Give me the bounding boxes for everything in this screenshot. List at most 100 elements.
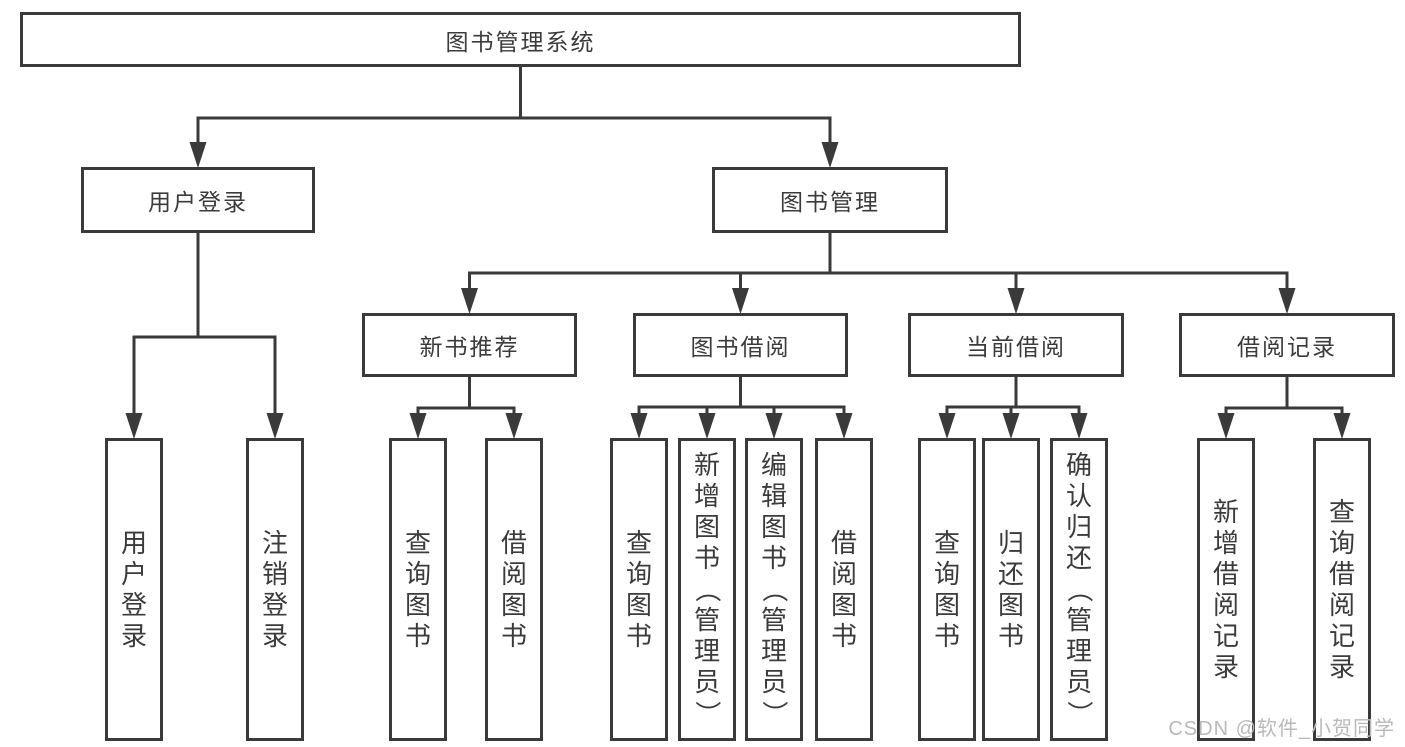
node-label-char: 书 xyxy=(500,620,527,651)
node-br-add: 新增借阅记录 xyxy=(1197,438,1255,741)
watermark: CSDN @软件_小贺同学 xyxy=(1168,718,1395,740)
node-label-char: ） xyxy=(1064,700,1095,727)
node-label-char: 还 xyxy=(997,558,1024,589)
node-label-char: 询 xyxy=(625,558,652,589)
node-label-char: 图 xyxy=(830,589,857,620)
node-label-char: 理 xyxy=(1065,636,1092,666)
node-label-char: 借 xyxy=(830,527,857,558)
node-label-char: 录 xyxy=(1212,651,1239,682)
node-nbr-borrow: 借阅图书 xyxy=(485,438,543,741)
node-label-char: 查 xyxy=(625,527,652,558)
node-label-char: （ xyxy=(1064,576,1095,603)
node-label-char: 询 xyxy=(1328,527,1355,558)
node-label-char: 询 xyxy=(404,558,431,589)
node-label-char: 增 xyxy=(693,481,720,511)
node-label-char: 查 xyxy=(1328,496,1355,527)
node-label-char: 书 xyxy=(997,620,1024,651)
node-label-char: 图 xyxy=(933,589,960,620)
node-label-char: 用 xyxy=(120,527,147,558)
node-label-char: 借 xyxy=(1212,558,1239,589)
node-label-char: 书 xyxy=(404,620,431,651)
node-label-char: 理 xyxy=(760,636,787,666)
node-label-char: 图 xyxy=(625,589,652,620)
node-label-char: 管 xyxy=(760,605,787,635)
node-bb-edit: 编辑图书 （管理员 ） xyxy=(745,438,803,741)
node-label-char: 认 xyxy=(1065,481,1092,511)
node-label-char: 录 xyxy=(261,620,288,651)
node-label-char: 书 xyxy=(760,543,787,573)
node-label-char: ） xyxy=(759,700,790,727)
node-label-char: 书 xyxy=(693,543,720,573)
node-label-char: 询 xyxy=(933,558,960,589)
node-label-char: 增 xyxy=(1212,527,1239,558)
node-label-char: 图 xyxy=(404,589,431,620)
node-label-char: 登 xyxy=(261,589,288,620)
node-label-char: 归 xyxy=(997,527,1024,558)
node-label-char: 图 xyxy=(997,589,1024,620)
node-label-char: 辑 xyxy=(760,481,787,511)
node-root: 图书管理系统 xyxy=(20,12,1021,67)
node-label-char: 员 xyxy=(760,667,787,697)
node-current-borrow: 当前借阅 xyxy=(908,313,1124,377)
node-label: 新书推荐 xyxy=(419,334,520,360)
node-borrow-records: 借阅记录 xyxy=(1179,313,1395,377)
node-cb-query: 查询图书 xyxy=(918,438,976,741)
node-new-book-rec: 新书推荐 xyxy=(362,313,577,377)
node-label-char: 阅 xyxy=(500,558,527,589)
node-cb-return: 归还图书 xyxy=(982,438,1040,741)
node-user-login: 用户登录 xyxy=(81,167,315,233)
node-label-char: 记 xyxy=(1328,620,1355,651)
node-label-char: 理 xyxy=(693,636,720,666)
node-label-char: 查 xyxy=(933,527,960,558)
node-label-char: 还 xyxy=(1065,543,1092,573)
node-label-char: 阅 xyxy=(1212,589,1239,620)
node-label-char: 记 xyxy=(1212,620,1239,651)
node-label-char: 新 xyxy=(1212,496,1239,527)
node-label-char: （ xyxy=(692,576,723,603)
node-label-char: ） xyxy=(692,700,723,727)
node-label-char: （ xyxy=(759,576,790,603)
node-cb-confirm: 确认归还 （管理员 ） xyxy=(1050,438,1108,741)
node-label: 图书管理系统 xyxy=(445,28,596,55)
node-book-mgmt: 图书管理 xyxy=(712,167,948,233)
node-nbr-query: 查询图书 xyxy=(389,438,447,741)
node-label: 当前借阅 xyxy=(966,334,1066,360)
node-label: 用户登录 xyxy=(148,189,248,215)
node-bb-borrow: 借阅图书 xyxy=(815,438,873,741)
node-label-char: 销 xyxy=(261,558,288,589)
node-label-char: 书 xyxy=(933,620,960,651)
node-book-borrow: 图书借阅 xyxy=(633,313,848,377)
node-bb-query: 查询图书 xyxy=(610,438,668,741)
node-label-char: 员 xyxy=(1065,667,1092,697)
node-label-char: 录 xyxy=(1328,651,1355,682)
node-label-char: 查 xyxy=(404,527,431,558)
node-label: 图书管理 xyxy=(780,189,880,215)
node-label-char: 书 xyxy=(830,620,857,651)
node-leaf-logout: 注销登录 xyxy=(246,438,304,741)
node-label-char: 图 xyxy=(760,512,787,542)
node-label-char: 阅 xyxy=(830,558,857,589)
node-label-char: 图 xyxy=(693,512,720,542)
node-leaf-user-login: 用户登录 xyxy=(105,438,163,741)
node-label: 借阅记录 xyxy=(1237,334,1337,360)
node-label-char: 管 xyxy=(693,605,720,635)
node-label-char: 确 xyxy=(1065,450,1092,480)
node-label-char: 注 xyxy=(261,527,288,558)
node-br-query: 查询借阅记录 xyxy=(1313,438,1371,741)
node-label-char: 户 xyxy=(120,558,147,589)
node-label-char: 员 xyxy=(693,667,720,697)
node-label: 图书借阅 xyxy=(690,334,791,360)
node-label-char: 阅 xyxy=(1328,589,1355,620)
node-label-char: 编 xyxy=(760,450,787,480)
node-label-char: 登 xyxy=(120,589,147,620)
node-bb-add: 新增图书 （管理员 ） xyxy=(678,438,736,741)
node-label-char: 书 xyxy=(625,620,652,651)
node-label-char: 新 xyxy=(693,450,720,480)
node-label-char: 归 xyxy=(1065,512,1092,542)
node-label-char: 借 xyxy=(1328,558,1355,589)
node-label-char: 管 xyxy=(1065,605,1092,635)
node-label-char: 借 xyxy=(500,527,527,558)
node-label-char: 录 xyxy=(120,620,147,651)
